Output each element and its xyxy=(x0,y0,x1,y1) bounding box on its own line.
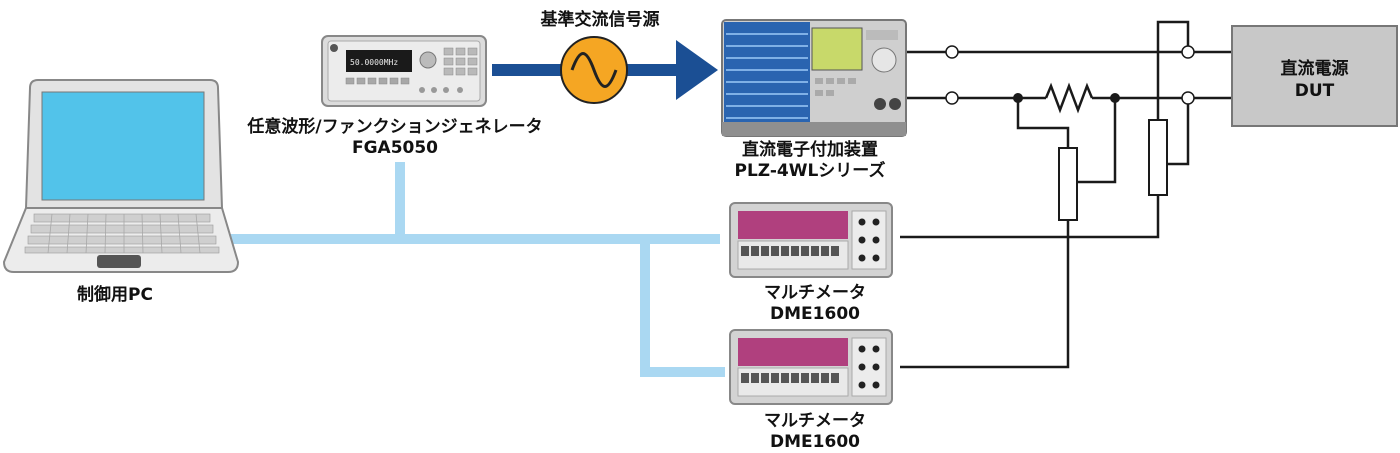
multimeter-1-label: マルチメータ DME1600 xyxy=(715,283,915,325)
multimeter-2-model: DME1600 xyxy=(770,432,860,452)
electronic-load-name: 直流電子付加装置 xyxy=(742,140,878,160)
electronic-load-icon xyxy=(721,19,907,137)
multimeter-1-icon xyxy=(729,202,893,278)
fga-display-text: 50.0000MHz xyxy=(350,58,398,67)
dut-box xyxy=(1231,25,1398,127)
function-generator-icon: 50.0000MHz xyxy=(321,35,487,107)
multimeter-1-model: DME1600 xyxy=(770,304,860,324)
electronic-load-label: 直流電子付加装置 PLZ-4WLシリーズ xyxy=(700,140,920,182)
function-generator-label: 任意波形/ファンクションジェネレータ FGA5050 xyxy=(220,117,570,159)
multimeter-1-name: マルチメータ xyxy=(764,283,866,303)
dut-name: 直流電源 xyxy=(1280,59,1349,79)
electronic-load-model: PLZ-4WLシリーズ xyxy=(734,161,886,181)
multimeter-2-icon xyxy=(729,329,893,405)
dut-model: DUT xyxy=(1294,81,1335,101)
signal-source-name: 基準交流信号源 xyxy=(540,10,660,30)
pc-label: 制御用PC xyxy=(40,285,190,306)
shunt-resistors xyxy=(1058,119,1168,221)
multimeter-2-label: マルチメータ DME1600 xyxy=(715,411,915,453)
wire-junctions xyxy=(1013,93,1120,103)
signal-arrow xyxy=(492,40,718,100)
multimeter-2-name: マルチメータ xyxy=(764,411,866,431)
function-generator-name: 任意波形/ファンクションジェネレータ xyxy=(247,117,543,137)
signal-source-label: 基準交流信号源 xyxy=(520,10,680,31)
wire-terminals xyxy=(945,45,1195,105)
function-generator-model: FGA5050 xyxy=(351,138,439,158)
lan-cable xyxy=(220,162,725,377)
pc-name: 制御用PC xyxy=(77,285,153,305)
wiring xyxy=(900,20,1232,369)
dut-label: 直流電源 DUT xyxy=(1232,58,1397,102)
laptop-icon xyxy=(2,79,240,273)
sine-source-icon xyxy=(560,36,628,104)
